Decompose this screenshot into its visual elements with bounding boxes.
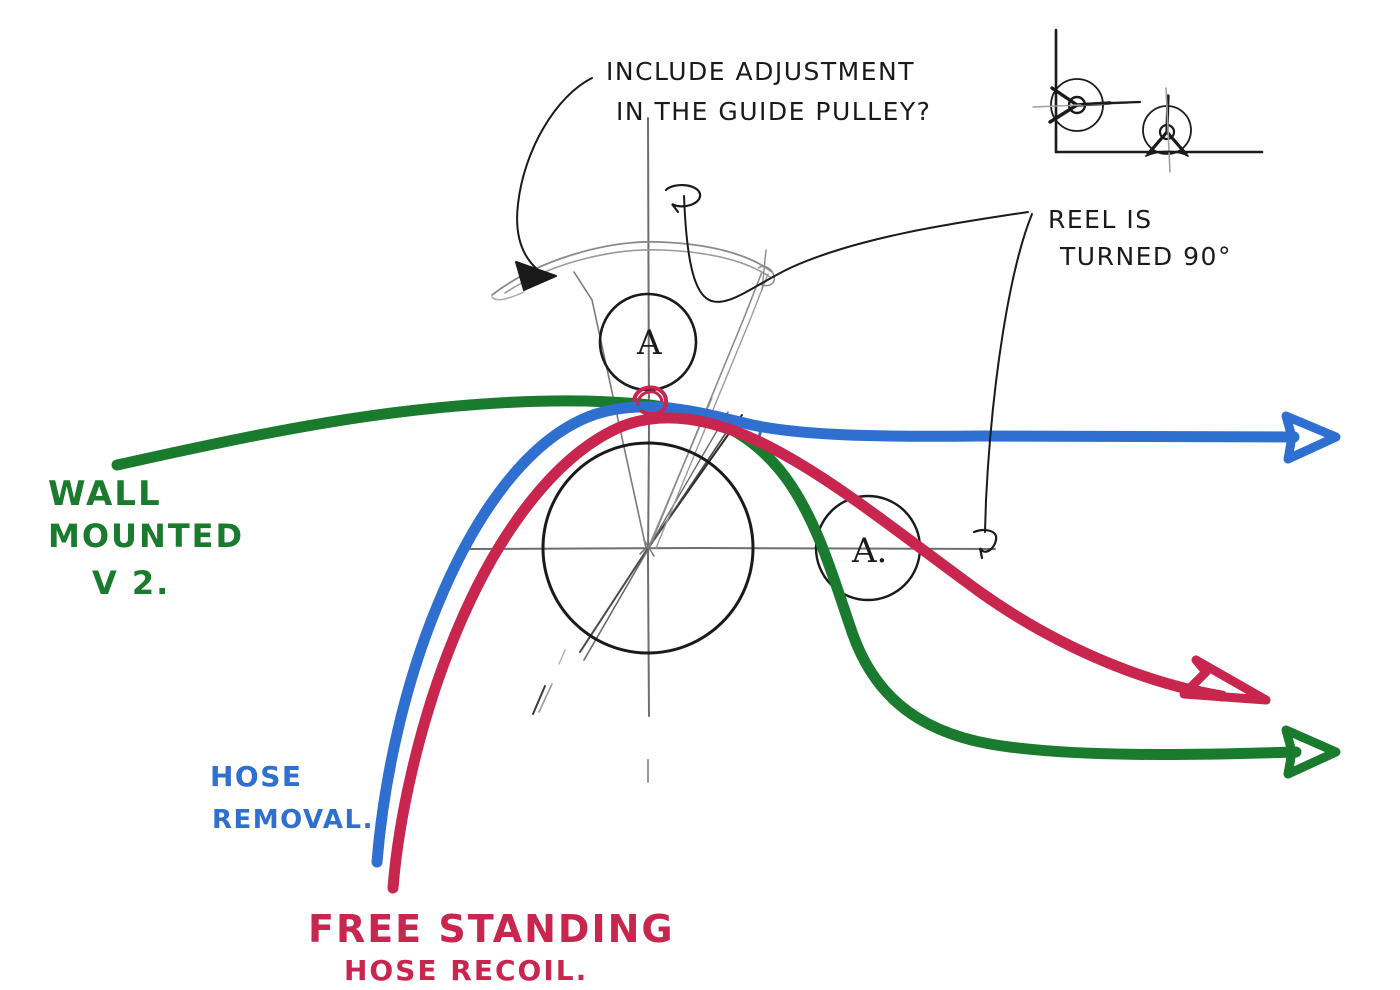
- free-standing-label-line1: FREE STANDING: [308, 907, 675, 951]
- red-pulley-loop-icon: [632, 385, 669, 417]
- red-arrowhead-icon: [1179, 655, 1271, 705]
- stray-mark-2: [538, 683, 553, 713]
- guide-pulley-note-line1: INCLUDE ADJUSTMENT: [606, 57, 915, 86]
- inset-floor-reel-base: [1145, 150, 1189, 157]
- annotation-texts: INCLUDE ADJUSTMENT IN THE GUIDE PULLEY? …: [606, 57, 1232, 271]
- hose-removal-label-line2: REMOVAL.: [212, 805, 374, 835]
- inset-wall-reel-hose: [1080, 100, 1142, 106]
- inset-floor-reel-axis: [1165, 87, 1171, 173]
- path-label-texts: WALL MOUNTED V 2. HOSE REMOVAL. FREE STA…: [48, 474, 675, 987]
- wedge-left-edge: [573, 271, 647, 549]
- free-standing-recoil-hose: [387, 412, 1228, 894]
- reel-hub-mark: [639, 539, 655, 557]
- guide-pulley-leader-arrowhead-icon: [515, 261, 557, 291]
- blue-arrowhead-icon: [1281, 411, 1341, 464]
- reel-rotation-note-line2: TURNED 90°: [1059, 242, 1232, 271]
- free-standing-label-line2: HOSE RECOIL.: [344, 954, 588, 987]
- main-reel-circle: [541, 441, 755, 655]
- wall-mounted-v2-hose: [111, 395, 1302, 761]
- red-pulley-loop-icon-2: [636, 390, 664, 407]
- hose-removal-label-line1: HOSE: [210, 760, 303, 793]
- stray-mark-1: [532, 685, 546, 715]
- bracket-arc-tail-left: [491, 291, 525, 301]
- red-hose-group: [387, 385, 1271, 894]
- horizontal-centerline: [467, 546, 996, 550]
- guide-pulley-note-line2: IN THE GUIDE PULLEY?: [616, 97, 931, 126]
- wall-mounted-label-line3: V 2.: [92, 564, 170, 602]
- blue-roller-loop-icon-2: [741, 420, 764, 433]
- hose-removal-hose: [371, 401, 1300, 868]
- reel-orientation-inset: [1032, 28, 1264, 173]
- construction-ray-left-2: [583, 545, 651, 661]
- guide-pulley-letter: A: [636, 323, 662, 363]
- leader-lines: [515, 77, 1033, 560]
- guide-pulley-leader-line: [516, 77, 593, 271]
- reel-rotation-leader-arc: [683, 195, 1029, 303]
- wall-mounted-label-line1: WALL: [48, 474, 162, 514]
- reel-rotation-down-arrowhead-icon: [972, 529, 998, 560]
- reel-rotation-down-leader: [984, 213, 1033, 533]
- construction-ray-up-right-3: [648, 411, 729, 548]
- reel-detail-letter: A.: [851, 531, 887, 571]
- guide-pulley-circle: [598, 292, 698, 392]
- construction-lines: [467, 117, 996, 783]
- stray-mark-3: [558, 649, 566, 665]
- construction-ray-up-right-2: [647, 417, 737, 550]
- reel-rotation-arrowhead-icon: [664, 184, 702, 214]
- green-hose-group: [111, 395, 1341, 779]
- reel-rotation-note-line1: REEL IS: [1048, 205, 1153, 234]
- circle-letter-texts: A A.: [636, 323, 887, 571]
- bracket-arc-inner: [504, 249, 771, 294]
- green-arrowhead-icon: [1281, 725, 1341, 779]
- wall-mounted-label-line2: MOUNTED: [48, 517, 244, 555]
- vertical-centerline: [646, 117, 651, 717]
